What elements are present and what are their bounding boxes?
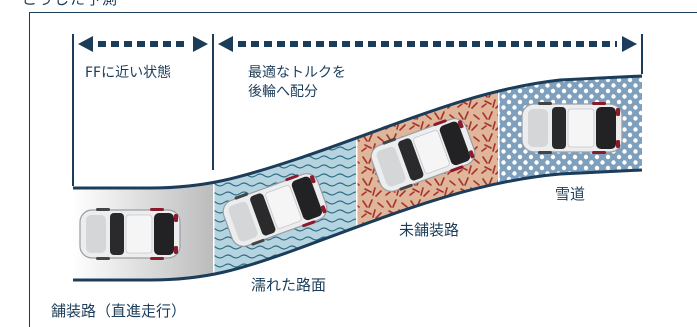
paved-section [73,76,213,280]
car-icon [521,101,623,155]
diagram-frame [29,12,697,327]
ff-state-label: FFに近い状態 [85,65,172,81]
road-surface [73,76,642,280]
snow-road-label: 雪道 [555,185,586,203]
wet-road-label: 濡れた路面 [251,276,327,294]
paved-road-label: 舗装路（直進走行） [51,302,187,320]
double-arrow-icon [78,36,208,52]
unpaved-road-label: 未舗装路 [399,221,460,239]
road-edge-top [73,74,643,190]
torque-label-line2: 後輪へ配分 [248,84,318,100]
double-arrow-icon [218,36,637,52]
torque-label-line1: 最適なトルクを [248,65,346,81]
car-icon [79,207,181,261]
road-edge-bottom [73,168,643,282]
header-fragment: こうした予測 [22,0,118,9]
torque-label: 最適なトルクを 後輪へ配分 [248,64,346,102]
